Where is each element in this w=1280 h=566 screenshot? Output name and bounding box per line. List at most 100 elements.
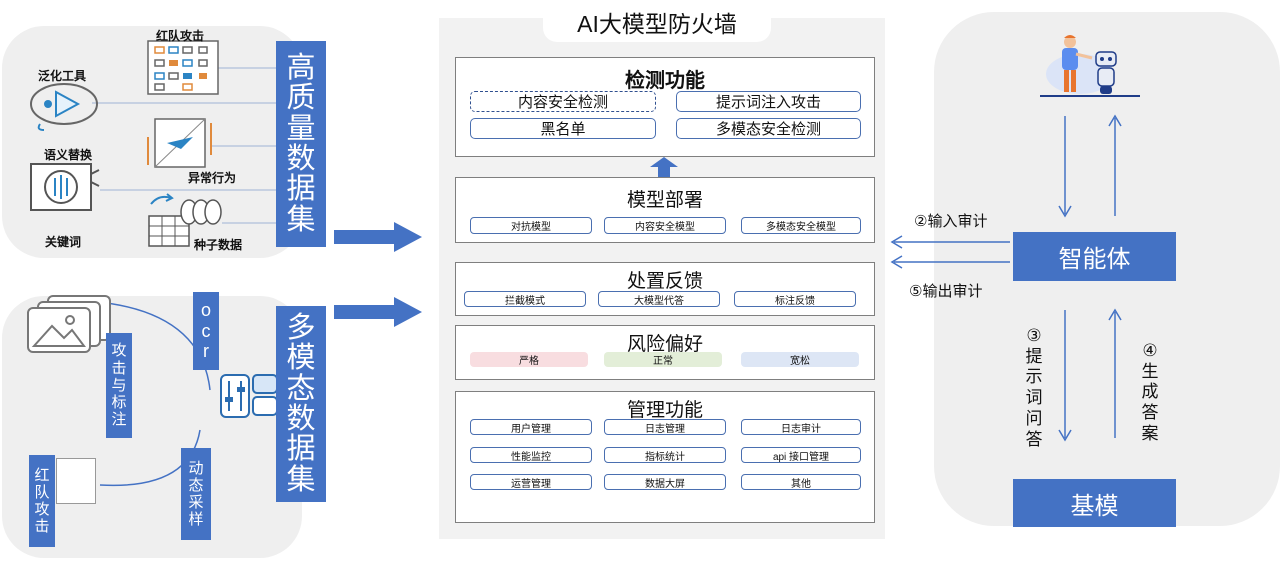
sampling-char: 样 [188,511,204,529]
audit-arrows [890,235,1010,269]
hq-dataset-lines [92,67,280,224]
hq-dataset-bar: 高 质 量 数 据 集 [276,41,326,247]
hq-char: 据 [286,173,316,206]
attack-char: 击 [111,359,127,377]
hq-char: 量 [286,112,316,145]
deploy-item[interactable]: 对抗模型 [470,217,592,234]
prompt-qa-label: ③ 提 示 词 问 答 [1022,326,1046,450]
flow-arrows-bottom [1058,308,1122,442]
hq-char: 高 [286,51,316,84]
mm-char: 数 [286,403,316,435]
slider-control-icon [220,374,278,418]
handling-item[interactable]: 大模型代答 [598,291,720,307]
qa-char: 词 [1025,388,1043,408]
red-team-vertical-bar: 红 队 攻 击 [29,455,55,547]
deploy-section: 模型部署 对抗模型 内容安全模型 多模态安全模型 [455,177,875,243]
deploy-title: 模型部署 [626,190,703,211]
red-team-board-icon [147,40,219,95]
blank-card [56,458,96,504]
generate-answer-label: ④ 生 成 答 案 [1138,341,1162,445]
mm-char: 集 [286,463,316,496]
risk-normal-chip[interactable]: 正常 [604,352,722,367]
attack-char: 注 [111,411,127,429]
attack-char: 标 [111,394,127,412]
risk-strict-chip[interactable]: 严格 [470,352,588,367]
hq-char: 数 [286,143,316,175]
qa-char: ③ [1026,326,1042,345]
flow-arrows-top [1058,114,1122,218]
multimodal-dataset-bar: 多 模 态 数 据 集 [276,306,326,502]
detection-section: 检测功能 内容安全检测 提示词注入攻击 黑名单 多模态安全检测 [455,57,875,157]
handling-item[interactable]: 标注反馈 [734,291,856,307]
risk-loose-chip[interactable]: 宽松 [741,352,859,367]
red-team-char: 红 [34,466,50,484]
abnormal-behavior-label: 异常行为 [188,171,237,185]
red-team-char: 队 [34,483,50,501]
base-model-box[interactable]: 基模 [1013,479,1176,527]
sampling-char: 采 [188,494,204,511]
detection-item[interactable]: 黑名单 [470,118,656,139]
red-team-char: 攻 [34,501,50,518]
hq-char: 质 [286,82,316,115]
seed-data-icon [148,193,222,247]
gen-char: 案 [1141,423,1159,443]
qa-char: 问 [1025,408,1043,428]
semantic-replace-icon [30,163,100,211]
arrow-up-icon [650,157,678,177]
arrow-right-icon [334,222,422,252]
attack-char: 与 [111,376,127,394]
management-item[interactable]: 日志审计 [741,419,861,435]
output-audit-label: ⑤输出审计 [909,283,983,300]
risk-section: 风险偏好 严格 正常 宽松 [455,325,875,380]
seed-data-label: 种子数据 [194,238,243,252]
management-item[interactable]: api 接口管理 [741,447,861,463]
image-stack-icon [27,295,111,353]
detection-item[interactable]: 提示词注入攻击 [676,91,861,112]
detection-title: 检测功能 [625,70,705,92]
mm-char: 态 [286,372,316,405]
attack-annotate-bar: 攻 击 与 标 注 [106,333,132,438]
ocr-char: o [200,299,211,320]
red-team-label: 红队攻击 [156,29,205,43]
management-item[interactable]: 用户管理 [470,419,592,435]
management-item[interactable]: 数据大屏 [604,474,726,490]
mm-char: 模 [286,342,316,375]
user-robot-illustration [1040,35,1140,97]
detection-item[interactable]: 内容安全检测 [470,91,656,112]
management-item[interactable]: 性能监控 [470,447,592,463]
detection-item[interactable]: 多模态安全检测 [676,118,861,139]
mm-char: 据 [286,433,316,466]
management-item[interactable]: 其他 [741,474,861,490]
qa-char: 示 [1025,367,1043,387]
management-item[interactable]: 日志管理 [604,419,726,435]
management-title: 管理功能 [626,400,703,421]
keyword-label: 关键词 [45,235,82,249]
ocr-char: r [203,341,209,362]
handling-title: 处置反馈 [626,271,703,292]
arrow-right-icon [334,297,422,327]
qa-char: 答 [1025,429,1043,449]
agent-box[interactable]: 智能体 [1013,232,1176,281]
ocr-bar: o c r [193,292,219,370]
mm-char: 多 [286,311,316,344]
management-item[interactable]: 指标统计 [604,447,726,463]
hq-char: 集 [286,203,316,236]
risk-title: 风险偏好 [626,334,703,355]
ocr-char: c [201,320,211,341]
deploy-item[interactable]: 多模态安全模型 [741,217,861,234]
gen-char: ④ [1142,341,1158,360]
red-team-char: 击 [34,518,50,536]
handling-item[interactable]: 拦截模式 [464,291,586,307]
semantic-replace-label: 语义替换 [44,148,93,162]
qa-char: 提 [1025,346,1043,366]
management-section: 管理功能 用户管理 日志管理 日志审计 性能监控 指标统计 api 接口管理 运… [455,391,875,523]
sampling-char: 态 [188,476,204,494]
deploy-item[interactable]: 内容安全模型 [604,217,726,234]
input-audit-label: ②输入审计 [914,213,988,230]
dynamic-sampling-bar: 动 态 采 样 [181,448,211,540]
fuzz-tool-icon [30,83,98,131]
firewall-title-tab: AI大模型防火墙 [543,2,771,42]
gen-char: 答 [1141,403,1159,423]
management-item[interactable]: 运营管理 [470,474,592,490]
fuzz-tool-label: 泛化工具 [38,69,87,83]
